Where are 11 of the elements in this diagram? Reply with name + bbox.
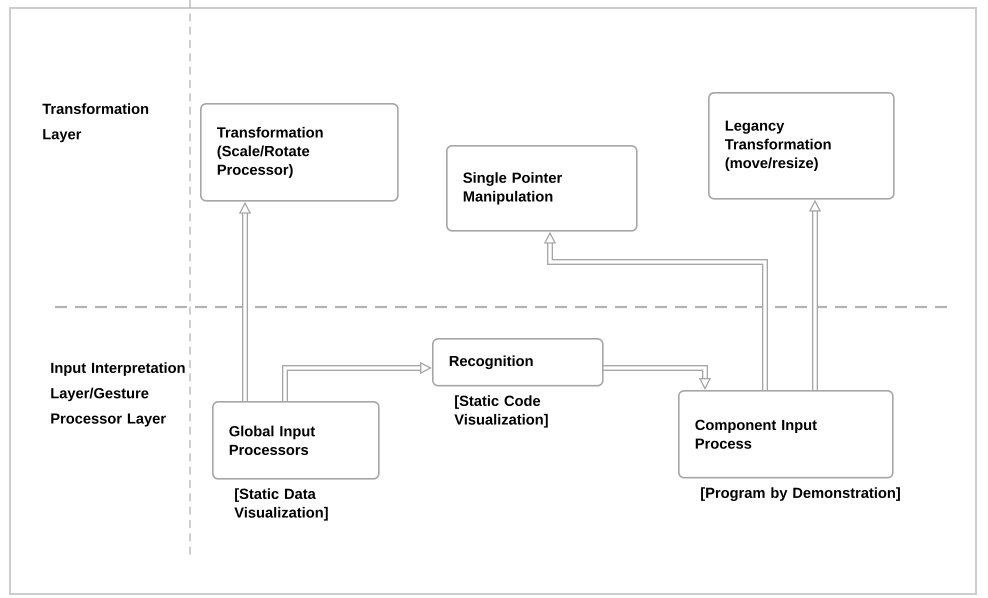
process-box: Global Input Processors xyxy=(212,401,380,480)
process-box: Legancy Transformation (move/resize) xyxy=(708,92,895,200)
caption-text: [Static Code Visualization] xyxy=(454,395,548,428)
process-box: Single Pointer Manipulation xyxy=(446,144,638,232)
process-box: Transformation (Scale/Rotate Processor) xyxy=(200,103,399,202)
layer-label: Transformation Layer xyxy=(42,103,148,142)
layer-label: Input Interpretation Layer/Gesture Processor Layer xyxy=(51,362,185,427)
caption-text: [Static Data Visualization] xyxy=(234,488,328,521)
process-box: Component Input Process xyxy=(678,390,894,479)
caption-text: [Program by Demonstration] xyxy=(701,487,900,501)
process-box: Recognition xyxy=(432,338,604,387)
